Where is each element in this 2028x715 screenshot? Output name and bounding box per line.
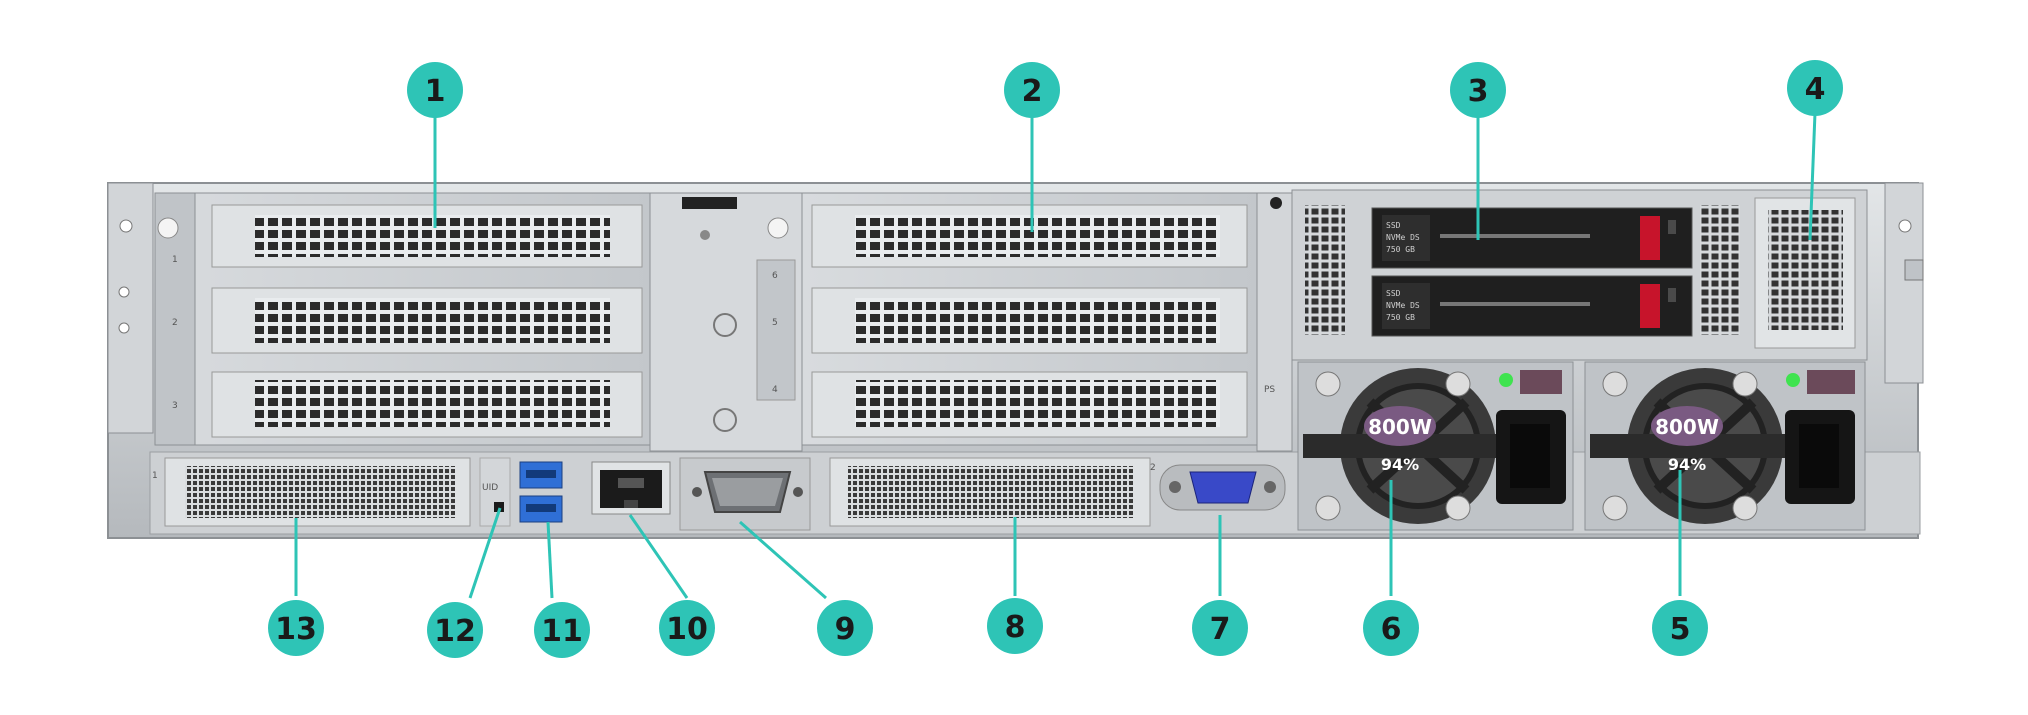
- callout-number: 4: [1805, 72, 1826, 107]
- callout-number: 5: [1670, 612, 1691, 647]
- callout-4: 4: [1787, 60, 1843, 116]
- pcie-slot[interactable]: [211, 287, 643, 354]
- callout-2: 2: [1004, 62, 1060, 118]
- ocp-slot-label: 1: [152, 471, 158, 481]
- left-cage-slot-labels: 1 2 3: [172, 255, 178, 411]
- drive-bay-slot[interactable]: SSD NVMe DS 750 GB: [1371, 207, 1693, 269]
- callout-number: 8: [1005, 610, 1026, 645]
- psu-wattage: 800W: [1368, 415, 1432, 439]
- callout-1: 1: [407, 62, 463, 118]
- uid-icon: [494, 502, 504, 512]
- left-slot-number: 1: [172, 255, 178, 265]
- drive-label: NVMe DS: [1386, 301, 1420, 310]
- psu-efficiency: 94%: [1381, 455, 1419, 474]
- psu-status-led: [1786, 373, 1800, 387]
- pcie-slot[interactable]: [811, 371, 1248, 438]
- power-supply-2[interactable]: 800W 94%: [1584, 361, 1866, 531]
- drive-label: SSD: [1386, 221, 1401, 230]
- uid-button[interactable]: UID: [479, 457, 511, 527]
- ocp-slot-2[interactable]: 2: [829, 457, 1156, 527]
- callout-number: 3: [1468, 74, 1489, 109]
- callout-13: 13: [268, 600, 324, 656]
- callout-10: 10: [659, 600, 715, 656]
- ps-label: PS: [1264, 385, 1275, 395]
- usb-port[interactable]: [519, 461, 563, 489]
- callout-number: 1: [425, 74, 446, 109]
- callout-number: 7: [1210, 612, 1231, 647]
- pcie-slot[interactable]: [211, 204, 643, 268]
- pcie-slot[interactable]: [811, 204, 1248, 268]
- callout-number: 2: [1022, 74, 1043, 109]
- left-pcie-riser-cage: 1 2 3: [154, 192, 651, 446]
- pcie-slot[interactable]: [811, 287, 1248, 354]
- ilo-network-port[interactable]: [591, 461, 671, 515]
- left-slot-number: 2: [172, 318, 178, 328]
- callout-6: 6: [1363, 600, 1419, 656]
- drive-label: NVMe DS: [1386, 233, 1420, 242]
- drive-label: 750 GB: [1386, 313, 1415, 322]
- callout-12: 12: [427, 602, 483, 658]
- callout-9: 9: [817, 600, 873, 656]
- drive-label: 750 GB: [1386, 245, 1415, 254]
- ocp-slot-label: 2: [1150, 463, 1156, 473]
- psu-status-led: [1499, 373, 1513, 387]
- psu-wattage: 800W: [1655, 415, 1719, 439]
- power-supply-1[interactable]: 800W 94%: [1297, 361, 1574, 531]
- callout-number: 11: [541, 614, 583, 649]
- right-cage-slot-labels: 6 5 4: [772, 271, 778, 395]
- right-slot-number: 4: [772, 385, 778, 395]
- leader-lines: [294, 112, 1817, 600]
- right-slot-number: 5: [772, 318, 778, 328]
- right-pcie-riser-cage: [801, 192, 1258, 446]
- usb-port[interactable]: [519, 495, 563, 523]
- uid-label: UID: [482, 483, 498, 493]
- callout-number: 13: [275, 612, 317, 647]
- drive-label: SSD: [1386, 289, 1401, 298]
- ps-label-column: PS: [1256, 192, 1293, 452]
- right-slot-number: 6: [772, 271, 778, 281]
- serial-port[interactable]: [679, 457, 811, 531]
- ocp-slot-1[interactable]: 1: [152, 457, 471, 527]
- drive-bay-slot[interactable]: SSD NVMe DS 750 GB: [1371, 275, 1693, 337]
- callout-3: 3: [1450, 62, 1506, 118]
- psu-efficiency: 94%: [1668, 455, 1706, 474]
- callout-number: 9: [835, 612, 856, 647]
- vga-port[interactable]: [1159, 464, 1286, 511]
- center-plate: 6 5 4: [649, 192, 803, 452]
- callout-number: 12: [434, 614, 476, 649]
- left-slot-number: 3: [172, 401, 178, 411]
- callout-5: 5: [1652, 600, 1708, 656]
- callout-7: 7: [1192, 600, 1248, 656]
- callout-number: 6: [1381, 612, 1402, 647]
- callout-number: 10: [666, 612, 708, 647]
- callout-11: 11: [534, 602, 590, 658]
- pcie-slot[interactable]: [211, 371, 643, 438]
- callout-8: 8: [987, 598, 1043, 654]
